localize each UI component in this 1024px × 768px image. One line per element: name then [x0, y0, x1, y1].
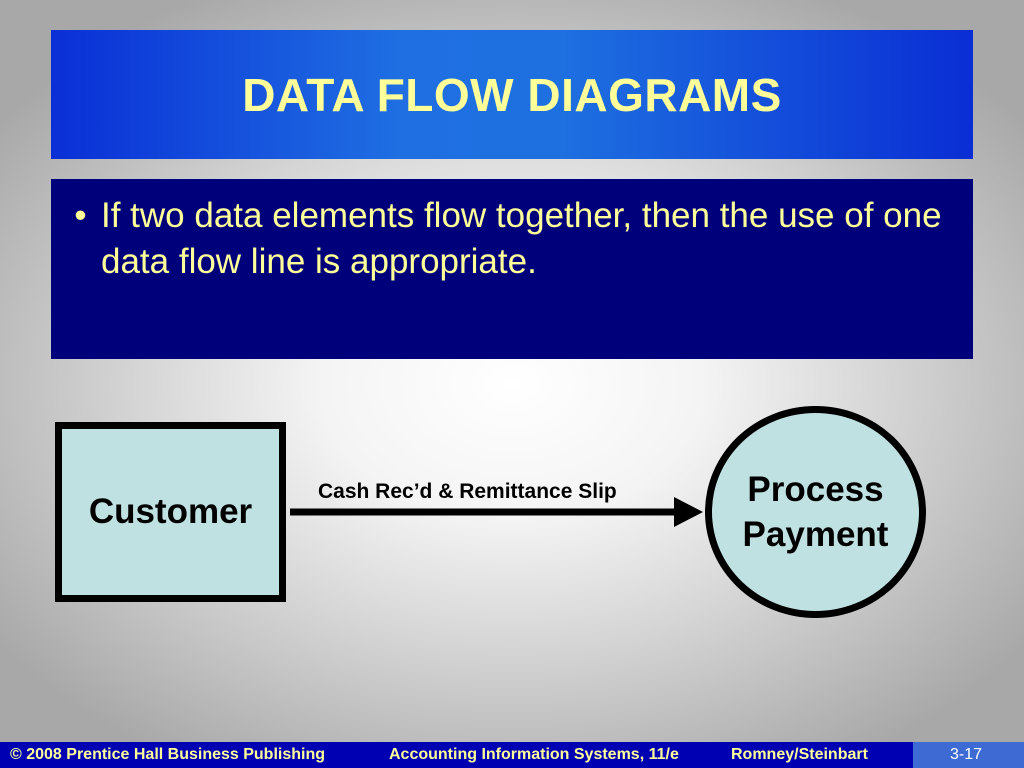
process-label-line1: Process	[747, 470, 884, 509]
footer-copyright: © 2008 Prentice Hall Business Publishing	[10, 746, 326, 763]
bullet-symbol: •	[74, 196, 87, 235]
arrowhead-icon	[674, 497, 703, 527]
bullet-item: • If two data elements flow together, th…	[60, 193, 950, 285]
entity-customer: Customer	[55, 422, 286, 602]
process-label: Process Payment	[743, 467, 889, 557]
slide-title: DATA FLOW DIAGRAMS	[242, 68, 782, 121]
process-payment: Process Payment	[705, 406, 926, 618]
entity-label: Customer	[88, 492, 253, 531]
footer-book-title: Accounting Information Systems, 11/e	[389, 746, 679, 763]
bullet-box: • If two data elements flow together, th…	[51, 179, 973, 359]
footer-page-box	[913, 742, 1024, 768]
footer: © 2008 Prentice Hall Business Publishing…	[0, 742, 1024, 768]
flow-label: Cash Rec’d & Remittance Slip	[318, 480, 617, 503]
bullet-text: If two data elements flow together, then…	[101, 196, 942, 281]
page-number: 3-17	[950, 746, 983, 763]
footer-authors: Romney/Steinbart	[731, 746, 868, 763]
process-label-line2: Payment	[742, 515, 889, 554]
title-bar: DATA FLOW DIAGRAMS	[51, 30, 973, 159]
